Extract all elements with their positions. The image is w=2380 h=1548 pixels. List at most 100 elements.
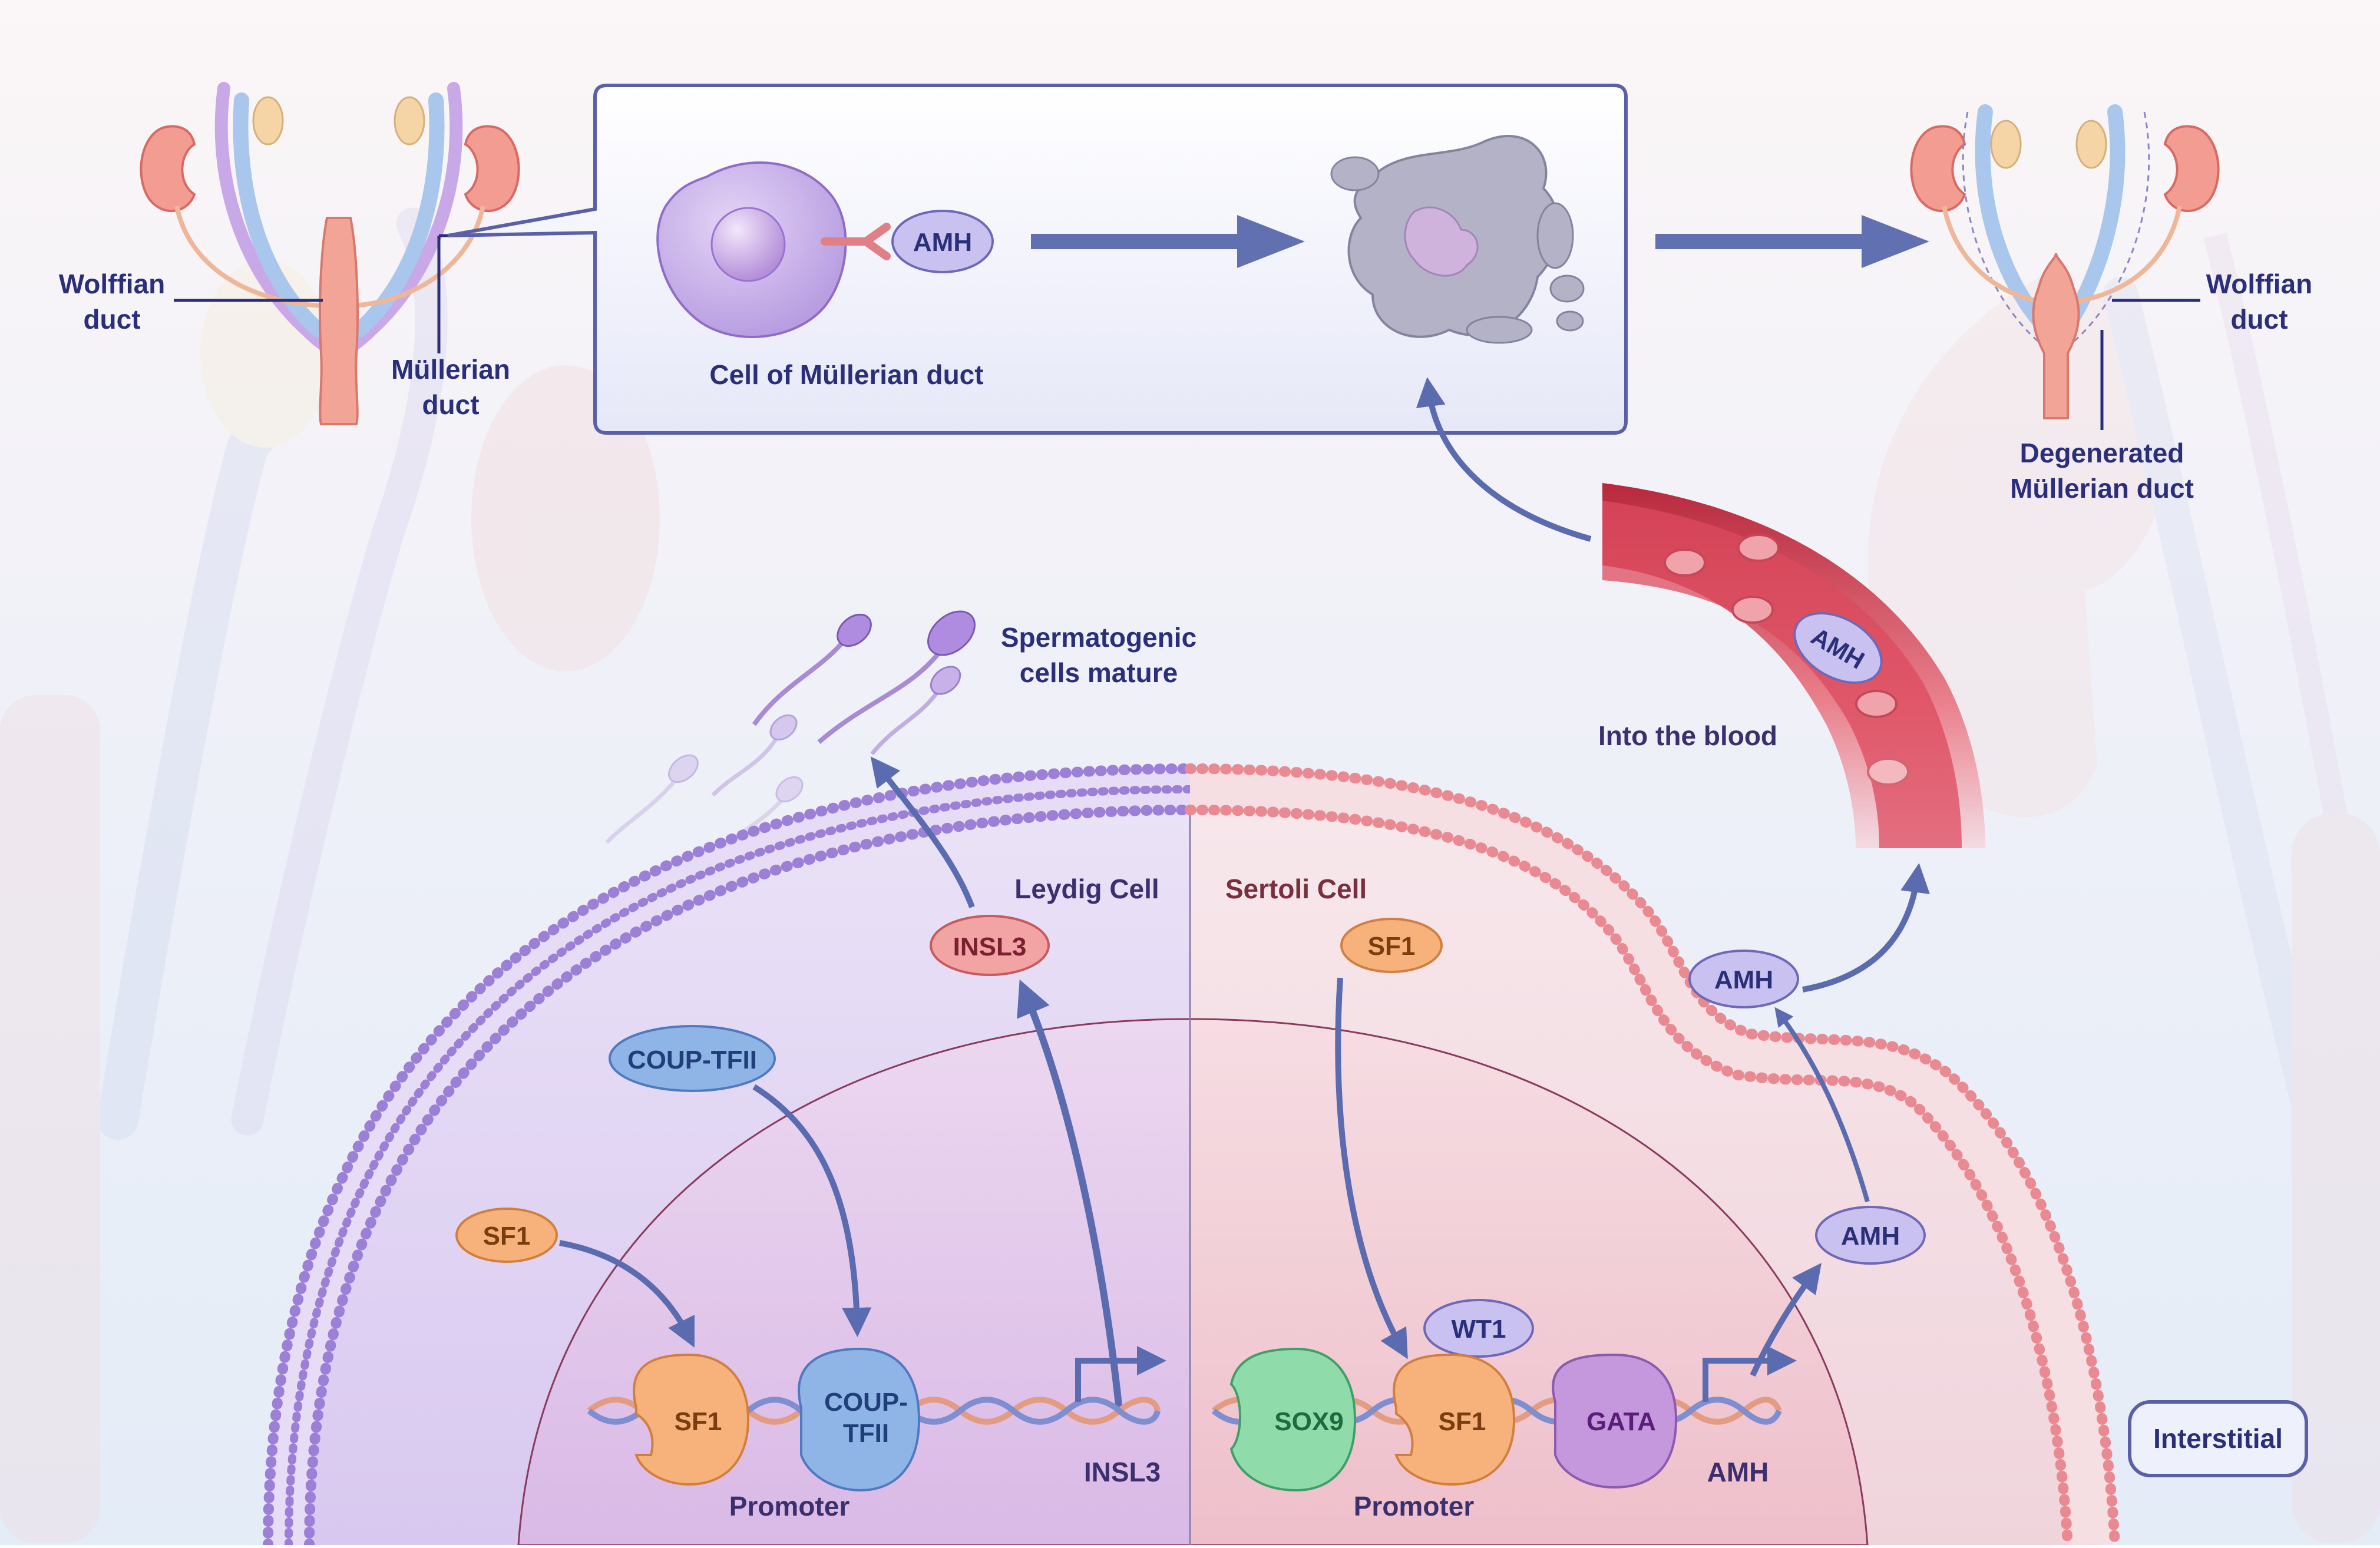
- insl3-protein: [930, 915, 1050, 976]
- red-blood-cell-icon: [1867, 758, 1909, 786]
- spermatozoa: [605, 610, 976, 856]
- wolffian-label-right-line2: duct: [2230, 304, 2288, 335]
- sf1-binding-arrow-sertoli: [1335, 977, 1408, 1360]
- cell-fragment-icon: [1536, 202, 1574, 269]
- amh-ligand: [891, 210, 994, 273]
- cell-fragment-icon: [1466, 316, 1533, 344]
- insl3-protein-label: INSL3: [953, 932, 1027, 961]
- sperm-icon: [752, 613, 872, 726]
- amh-protein-membrane-label: AMH: [1714, 965, 1773, 994]
- wolffian-label-right-line1: Wolffian: [2206, 269, 2313, 299]
- wolffian-duct-shape: [352, 92, 445, 338]
- leydig-membrane-outer: [263, 763, 1195, 1548]
- tract-arrow-head: [1862, 215, 1929, 268]
- red-blood-cell-icon: [1664, 548, 1706, 577]
- inset-arrow-head: [1237, 215, 1305, 268]
- tract-arrow-shaft: [1655, 234, 1867, 249]
- sperm-icon: [870, 666, 961, 756]
- amh-protein-cytoplasm: [1815, 1206, 1926, 1265]
- sf1-dna-bound-sertoli-label: SF1: [1439, 1407, 1486, 1436]
- urogenital-sinus-shape: [319, 217, 359, 425]
- amh-gene-label: AMH: [1707, 1457, 1769, 1487]
- gonad-icon: [252, 96, 284, 145]
- coup-tfii-protein: [609, 1025, 776, 1092]
- gata-label: GATA: [1586, 1407, 1656, 1436]
- blood-vessel: AMH Into the blood: [1598, 483, 1985, 848]
- sf1-protein-leydig: [455, 1208, 558, 1263]
- reproductive-tract-left: Wolffian duct Müllerian duct: [59, 82, 520, 425]
- coup-tfii-dna-bound-label-line1: COUP-: [824, 1388, 908, 1417]
- sf1-protein-sertoli: [1340, 918, 1443, 973]
- amh-protein-membrane: [1688, 950, 1799, 1008]
- promoter-label-sertoli: Promoter: [1354, 1491, 1475, 1521]
- insl3-to-sperm-arrow: [870, 756, 975, 908]
- sf1-dna-bound-leydig: [633, 1353, 750, 1486]
- ureter-shape: [174, 206, 339, 309]
- amh-to-blood-arrow: [1802, 863, 1930, 993]
- cell-caption: Cell of Müllerian duct: [709, 359, 983, 390]
- sf1-dna-bound-leydig-label: SF1: [675, 1407, 722, 1436]
- sperm-icon: [605, 754, 699, 844]
- wt1-protein-label: WT1: [1452, 1315, 1506, 1344]
- kidney-icon: [1910, 125, 1966, 212]
- coup-tfii-dna-bound: [798, 1347, 921, 1492]
- wt1-protein: [1423, 1299, 1534, 1358]
- amh-secretion-arrow: [1774, 1007, 1870, 1203]
- mullerian-label-left-line2: duct: [422, 389, 479, 420]
- amh-protein-cytoplasm-label: AMH: [1841, 1222, 1900, 1251]
- reproductive-tract-right: Wolffian duct Degenerated Müllerian duct: [1910, 104, 2313, 504]
- vessel-lumen-shape: [1602, 501, 1962, 848]
- amh-ligand-label: AMH: [913, 228, 972, 257]
- interstitial-label: Interstitial: [2153, 1423, 2283, 1454]
- mullerian-label-left-line1: Müllerian: [391, 354, 510, 385]
- wolffian-label-left-line1: Wolffian: [59, 269, 166, 299]
- gata-dna-bound: [1552, 1353, 1678, 1489]
- wolffian-label-left-line2: duct: [83, 304, 140, 335]
- sertoli-membrane-outer: [1185, 763, 2120, 1548]
- degenerated-duct-shape: [1962, 111, 2039, 343]
- transcription-start-arrow-sertoli: [1703, 1346, 1797, 1402]
- degenerating-nucleus-icon: [1404, 206, 1479, 277]
- degenerated-duct-shape: [2073, 111, 2150, 343]
- leydig-membrane-inner: [304, 805, 1195, 1548]
- kidney-icon: [2163, 125, 2220, 212]
- prostate-urethra-shape: [2032, 253, 2080, 419]
- cell-fragment-icon: [1330, 156, 1380, 191]
- insl3-gene-label: INSL3: [1084, 1457, 1161, 1487]
- kidney-icon: [140, 125, 196, 212]
- cell-fragment-icon: [1549, 274, 1585, 303]
- sox9-dna-bound: [1229, 1347, 1357, 1492]
- transcription-start-arrow-leydig: [1075, 1346, 1166, 1402]
- wolffian-duct-shape: [233, 92, 326, 338]
- ureter-shape: [338, 206, 485, 309]
- sf1-protein-leydig-label: SF1: [483, 1222, 531, 1251]
- ureter-shape: [2055, 206, 2182, 306]
- testis-icon: [1990, 120, 2022, 169]
- sertoli-membrane-band: [1189, 767, 2114, 1547]
- leydig-membrane-heads: [285, 785, 1194, 1548]
- sf1-protein-sertoli-label: SF1: [1368, 932, 1416, 961]
- into-blood-caption: Into the blood: [1598, 720, 1777, 751]
- coup-tfii-binding-arrow: [752, 1084, 872, 1337]
- degenerated-label-line2: Müllerian duct: [2010, 473, 2194, 504]
- red-blood-cell-icon: [1731, 596, 1774, 624]
- amh-receptor-icon: [821, 223, 891, 260]
- promoter-label-leydig: Promoter: [729, 1491, 850, 1521]
- leydig-cell-title: Leydig Cell: [1014, 874, 1159, 904]
- sox9-label: SOX9: [1274, 1407, 1343, 1436]
- spermatogenic-label-line1: Spermatogenic: [1001, 622, 1196, 653]
- mullerian-cell-inset: AMH Cell of Müllerian duct: [447, 84, 1628, 435]
- cell-fragment-icon: [1556, 310, 1584, 332]
- coup-tfii-dna-bound-label-line2: TFII: [843, 1419, 889, 1448]
- degenerated-label-line1: Degenerated: [2020, 438, 2184, 468]
- spermatogenic-label-line2: cells mature: [1020, 657, 1178, 688]
- sf1-binding-arrow-leydig: [559, 1240, 695, 1348]
- interstitial-box: [2128, 1400, 2308, 1477]
- red-blood-cell-icon: [1855, 690, 1898, 718]
- coup-tfii-protein-label: COUP-TFII: [627, 1046, 757, 1074]
- blood-to-cell-arrow: [1416, 377, 1592, 542]
- kidney-icon: [464, 125, 520, 212]
- sertoli-membrane-inner: [1185, 805, 2073, 1548]
